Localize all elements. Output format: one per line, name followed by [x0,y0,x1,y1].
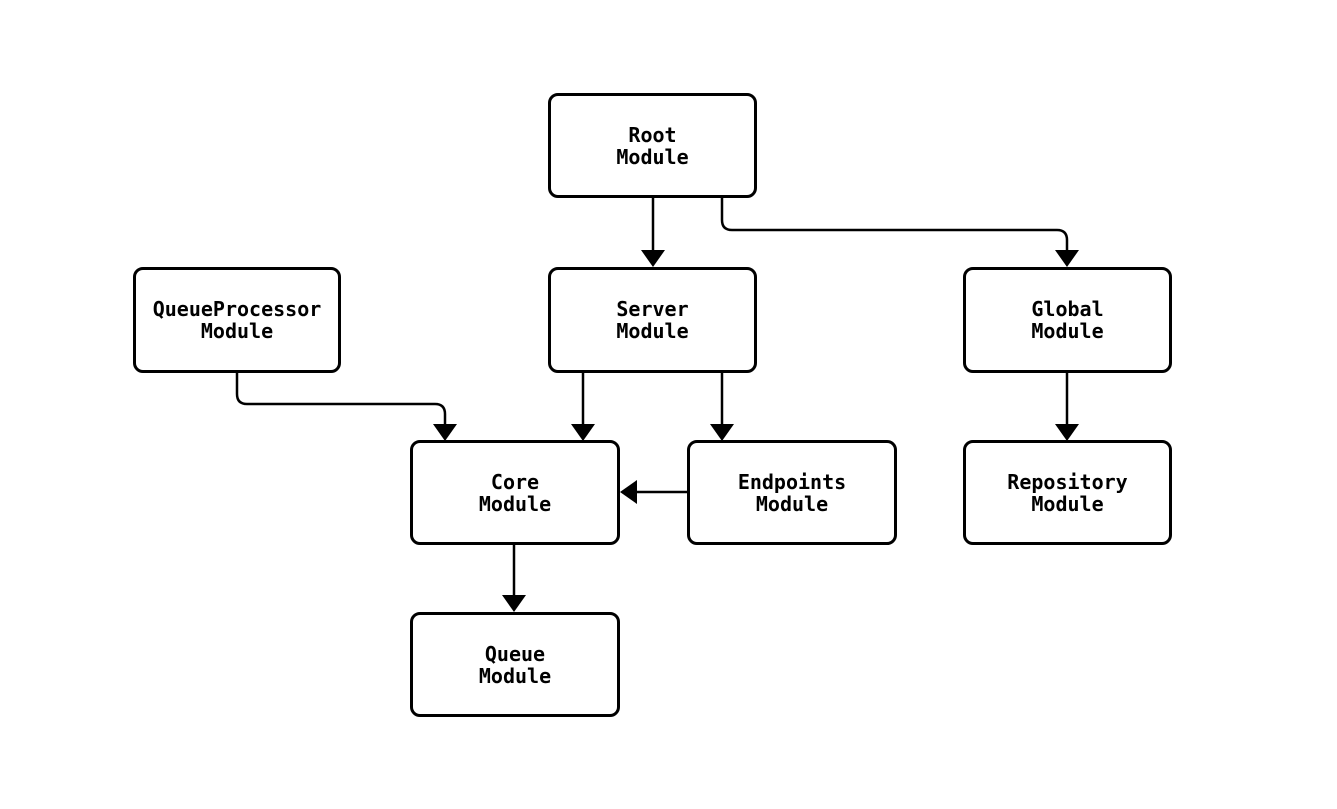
edge-global-module-to-repository-module [1055,373,1079,441]
edge-root-module-to-server-module [641,198,665,267]
arrowhead [433,424,457,441]
edge-endpoints-module-to-core-module [620,480,687,504]
arrowhead [710,424,734,441]
node-endpoints-module: Endpoints Module [687,440,897,545]
node-queueprocessor-module-label: QueueProcessor Module [152,297,322,343]
node-server-module: Server Module [548,267,757,373]
edge-server-module-to-endpoints-module [710,373,734,441]
edge-queueprocessor-module-to-core-module [235,373,457,441]
arrowhead [502,595,526,612]
edge-server-module-to-core-module [571,373,595,441]
node-server-module-label: Server Module [616,297,689,343]
arrowhead [571,424,595,441]
edge-core-module-to-queue-module [502,545,526,612]
node-queue-module-label: Queue Module [478,641,552,688]
node-core-module-label: Core Module [478,469,552,516]
node-queueprocessor-module: QueueProcessor Module [133,267,341,373]
node-repository-module: Repository Module [963,440,1172,545]
node-core-module: Core Module [410,440,620,545]
node-endpoints-module-label: Endpoints Module [737,469,847,516]
node-global-module-label: Global Module [1031,297,1104,343]
arrowhead [620,480,637,504]
node-root-module-label: Root Module [616,122,689,169]
arrowhead [1055,250,1079,267]
arrowhead [641,250,665,267]
node-root-module: Root Module [548,93,757,198]
edge-root-module-to-global-module [720,198,1079,267]
node-repository-module-label: Repository Module [1007,469,1128,516]
node-global-module: Global Module [963,267,1172,373]
arrowhead [1055,424,1079,441]
node-queue-module: Queue Module [410,612,620,717]
